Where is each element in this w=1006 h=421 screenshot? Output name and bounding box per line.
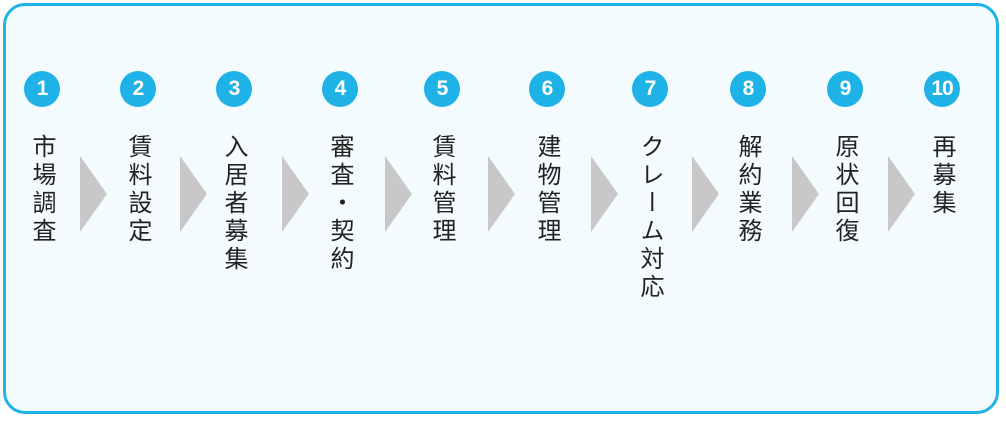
- step-number-badge: 7: [632, 71, 668, 107]
- flow-arrow-icon: [792, 156, 819, 232]
- flow-arrow-icon: [488, 156, 515, 232]
- step-label: 原状回復: [831, 134, 859, 246]
- step-7: 7 クレーム対応: [632, 0, 692, 421]
- step-number-badge: 4: [322, 71, 358, 107]
- step-1: 1 市場調査: [24, 0, 84, 421]
- step-5: 5 賃料管理: [424, 0, 484, 421]
- step-label: クレーム対応: [636, 134, 664, 302]
- flow-arrow-icon: [385, 156, 412, 232]
- step-3: 3 入居者募集: [216, 0, 276, 421]
- flow-arrow-icon: [591, 156, 618, 232]
- step-label: 審査・契約: [326, 134, 354, 274]
- step-6: 6 建物管理: [529, 0, 589, 421]
- step-8: 8 解約業務: [730, 0, 790, 421]
- step-number-badge: 9: [827, 71, 863, 107]
- flow-arrow-icon: [888, 156, 915, 232]
- step-label: 解約業務: [734, 134, 762, 246]
- step-label: 市場調査: [28, 134, 56, 246]
- flow-arrow-icon: [80, 156, 107, 232]
- step-number-badge: 3: [216, 71, 252, 107]
- step-label: 再募集: [928, 134, 956, 218]
- flow-arrow-icon: [282, 156, 309, 232]
- flow-arrow-icon: [180, 156, 207, 232]
- step-label: 賃料設定: [124, 134, 152, 246]
- step-4: 4 審査・契約: [322, 0, 382, 421]
- flow-arrow-icon: [692, 156, 719, 232]
- step-number-badge: 8: [730, 71, 766, 107]
- step-number-badge: 6: [529, 71, 565, 107]
- step-number-badge: 2: [120, 71, 156, 107]
- step-10: 10 再募集: [924, 0, 984, 421]
- step-9: 9 原状回復: [827, 0, 887, 421]
- step-label: 入居者募集: [220, 134, 248, 274]
- step-2: 2 賃料設定: [120, 0, 180, 421]
- step-number-badge: 5: [424, 71, 460, 107]
- step-number-badge: 1: [24, 71, 60, 107]
- step-number-badge: 10: [924, 71, 960, 107]
- step-label: 賃料管理: [428, 134, 456, 246]
- step-label: 建物管理: [533, 134, 561, 246]
